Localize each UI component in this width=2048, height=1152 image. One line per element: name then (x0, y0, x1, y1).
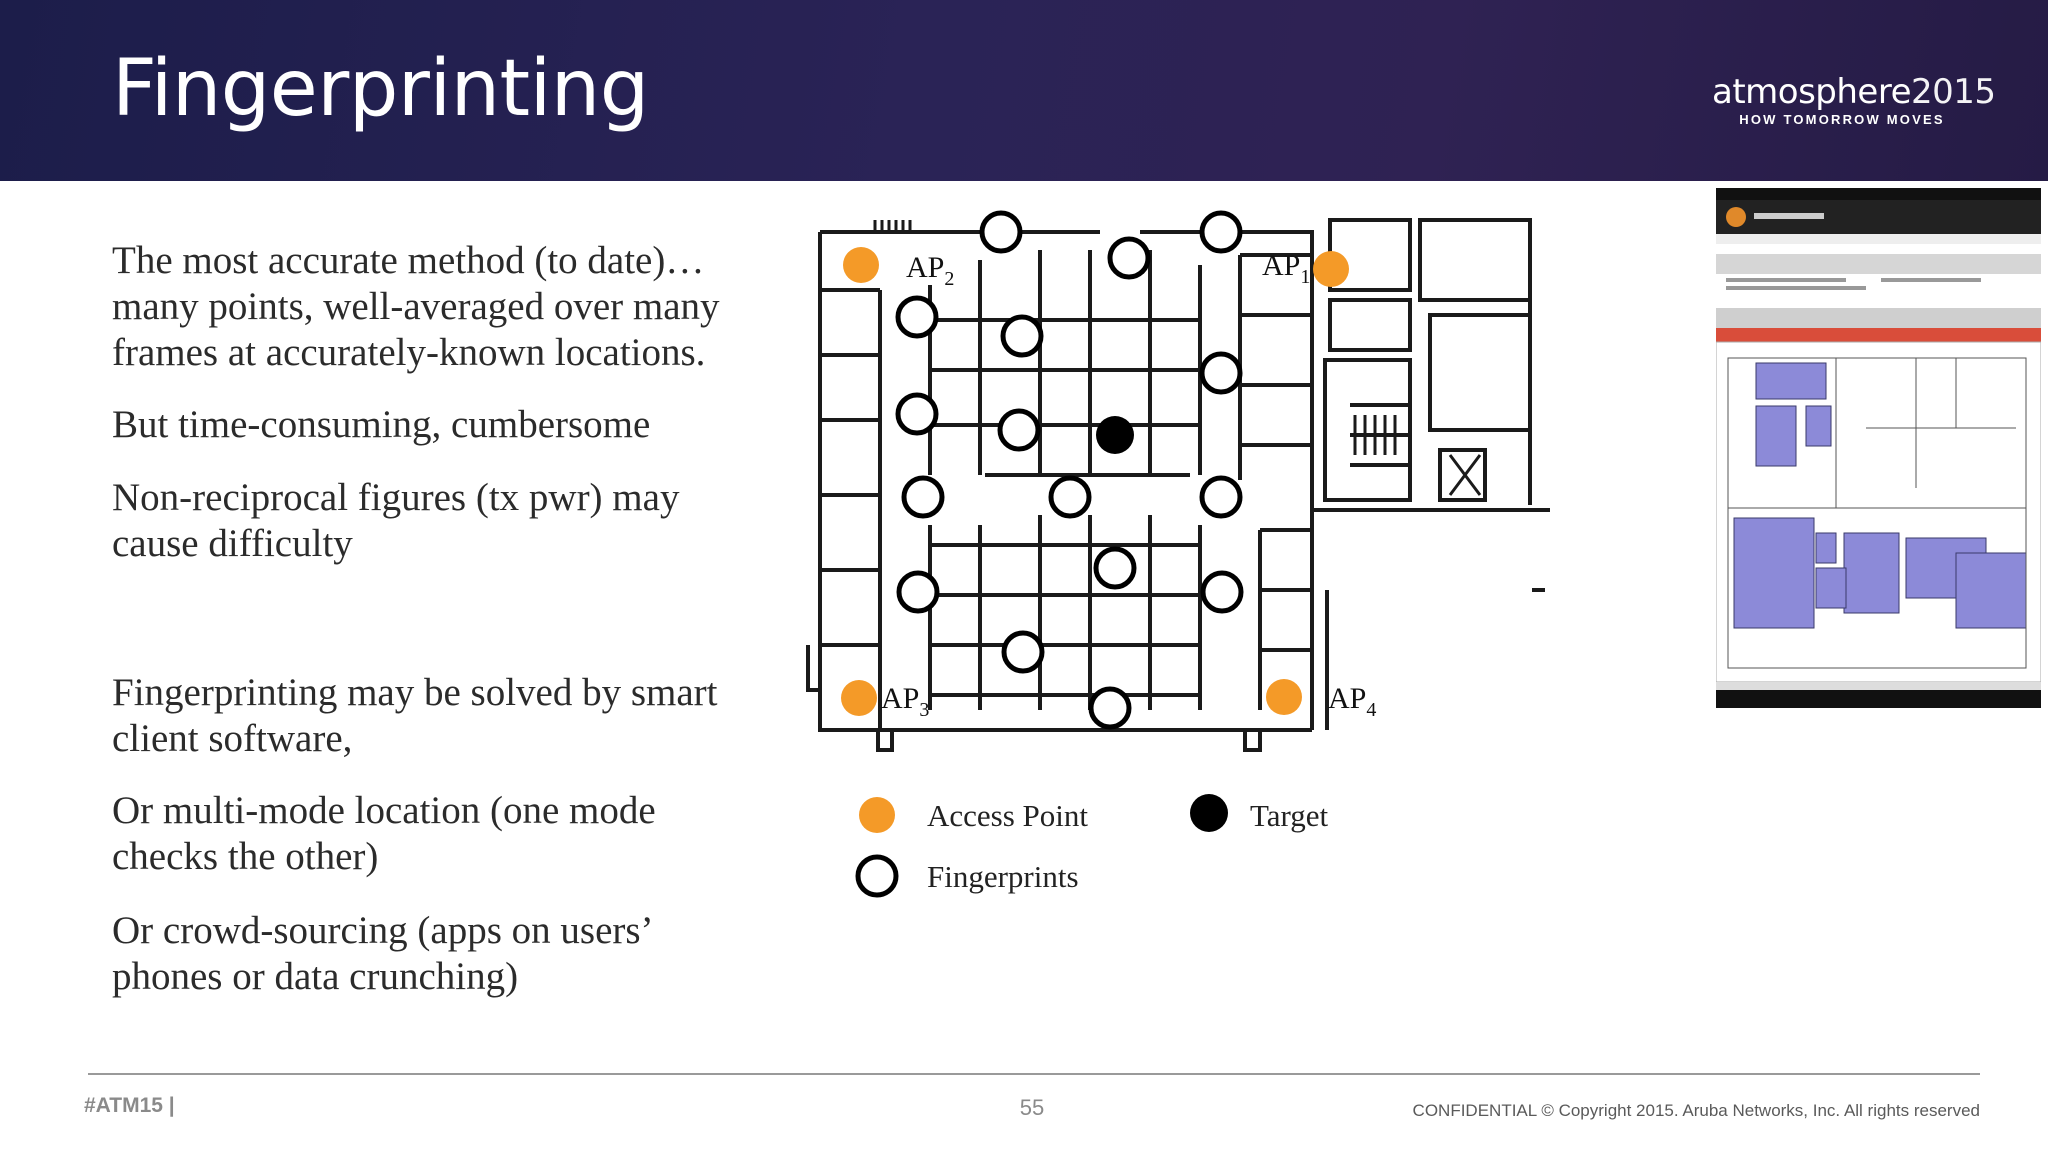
bullet-item: But time-consuming, cumbersome (112, 403, 651, 446)
brand-logo: atmosphere2015 HOW TOMORROW MOVES (1712, 72, 1996, 127)
fingerprint-marker (1000, 314, 1044, 358)
bullet-item: Fingerprinting may be solved by smart cl… (112, 671, 718, 760)
bullet-item: Or crowd-sourcing (apps on users’ phones… (112, 909, 651, 998)
fingerprint-marker (997, 408, 1041, 452)
fingerprint-marker (1093, 546, 1137, 590)
fingerprint-marker (1048, 475, 1092, 519)
footer-divider (88, 1073, 1980, 1075)
fingerprint-markers (895, 210, 1244, 730)
fingerprint-marker (1199, 210, 1243, 254)
ap-label: AP3 (881, 682, 929, 721)
fingerprint-marker (901, 475, 945, 519)
fingerprint-marker (895, 392, 939, 436)
ap-label: AP1 (1262, 249, 1310, 288)
legend-access-point-label: Access Point (927, 798, 1088, 833)
ap-label: AP4 (1328, 682, 1376, 721)
bullet-item: Or multi-mode location (one mode checks … (112, 789, 656, 878)
legend-access-point-swatch (859, 797, 895, 833)
fingerprint-marker (1199, 351, 1243, 395)
brand-tagline: HOW TOMORROW MOVES (1739, 112, 1945, 127)
fingerprint-marker (1088, 686, 1132, 730)
ap-label: AP2 (906, 251, 954, 290)
floorplan-details (873, 220, 1482, 496)
title-banner: Fingerprinting atmosphere2015 HOW TOMORR… (0, 0, 2048, 181)
legend-target-label: Target (1250, 798, 1329, 833)
bullet-item: The most accurate method (to date)… many… (112, 239, 720, 374)
copyright-notice: CONFIDENTIAL © Copyright 2015. Aruba Net… (1412, 1101, 1980, 1120)
legend: Access Point Target Fingerprints (855, 794, 1329, 898)
page-number: 55 (1019, 1095, 1045, 1120)
legend-fingerprint-label: Fingerprints (927, 859, 1079, 894)
access-point-marker (1313, 251, 1349, 287)
fingerprint-marker (1001, 630, 1045, 674)
floorplan-figure: AP2 AP1 AP3 AP4 Access Point Target Fing… (806, 210, 1550, 898)
access-point-marker (841, 680, 877, 716)
access-points (841, 247, 1349, 716)
fingerprint-marker (979, 210, 1023, 254)
legend-fingerprint-swatch (855, 854, 899, 898)
target-marker (1096, 416, 1134, 454)
brand-name: atmosphere (1712, 72, 1912, 112)
access-point-marker (1266, 679, 1302, 715)
access-point-marker (843, 247, 879, 283)
fingerprint-marker (1199, 475, 1243, 519)
brand-year: 2015 (1911, 72, 1996, 112)
slide-title: Fingerprinting (112, 44, 649, 134)
footer-hashtag: #ATM15 | (84, 1094, 175, 1117)
fingerprint-marker (896, 570, 940, 614)
floorplan-walls (806, 218, 1550, 752)
fingerprint-marker (1200, 570, 1244, 614)
fingerprint-marker (1107, 236, 1151, 280)
fingerprint-marker (895, 295, 939, 339)
bullet-item: Non-reciprocal figures (tx pwr) may caus… (112, 476, 680, 565)
phone-app-screenshot (1716, 188, 2041, 708)
legend-target-swatch (1190, 794, 1228, 832)
